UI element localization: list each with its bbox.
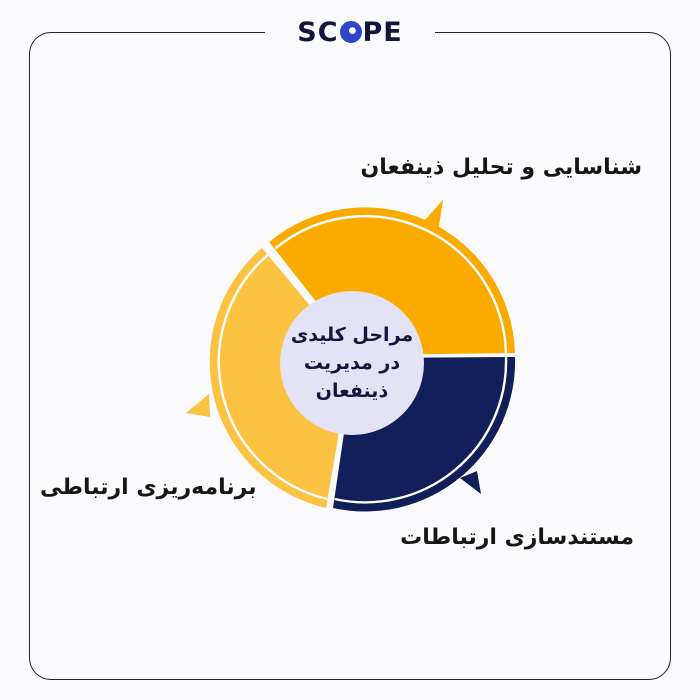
label-identification: شناسایی و تحلیل ذینفعان: [360, 155, 642, 180]
center-title-line2: در مدیریت: [303, 352, 401, 374]
center-circle: [280, 291, 424, 435]
segment-planning: [186, 248, 352, 508]
center-title: مراحل کلیدی در مدیریت ذینفعان: [278, 302, 426, 424]
arrow-left: [186, 394, 210, 417]
center-title-line1: مراحل کلیدی: [290, 324, 414, 346]
label-documentation: مستندسازی ارتباطات: [400, 525, 634, 550]
label-planning: برنامه‌ریزی ارتباطی: [40, 475, 257, 500]
arrow-right: [460, 471, 481, 494]
logo-o-icon: [339, 20, 362, 43]
arrow-top: [424, 200, 443, 232]
center-title-line3: ذینفعان: [315, 380, 389, 402]
